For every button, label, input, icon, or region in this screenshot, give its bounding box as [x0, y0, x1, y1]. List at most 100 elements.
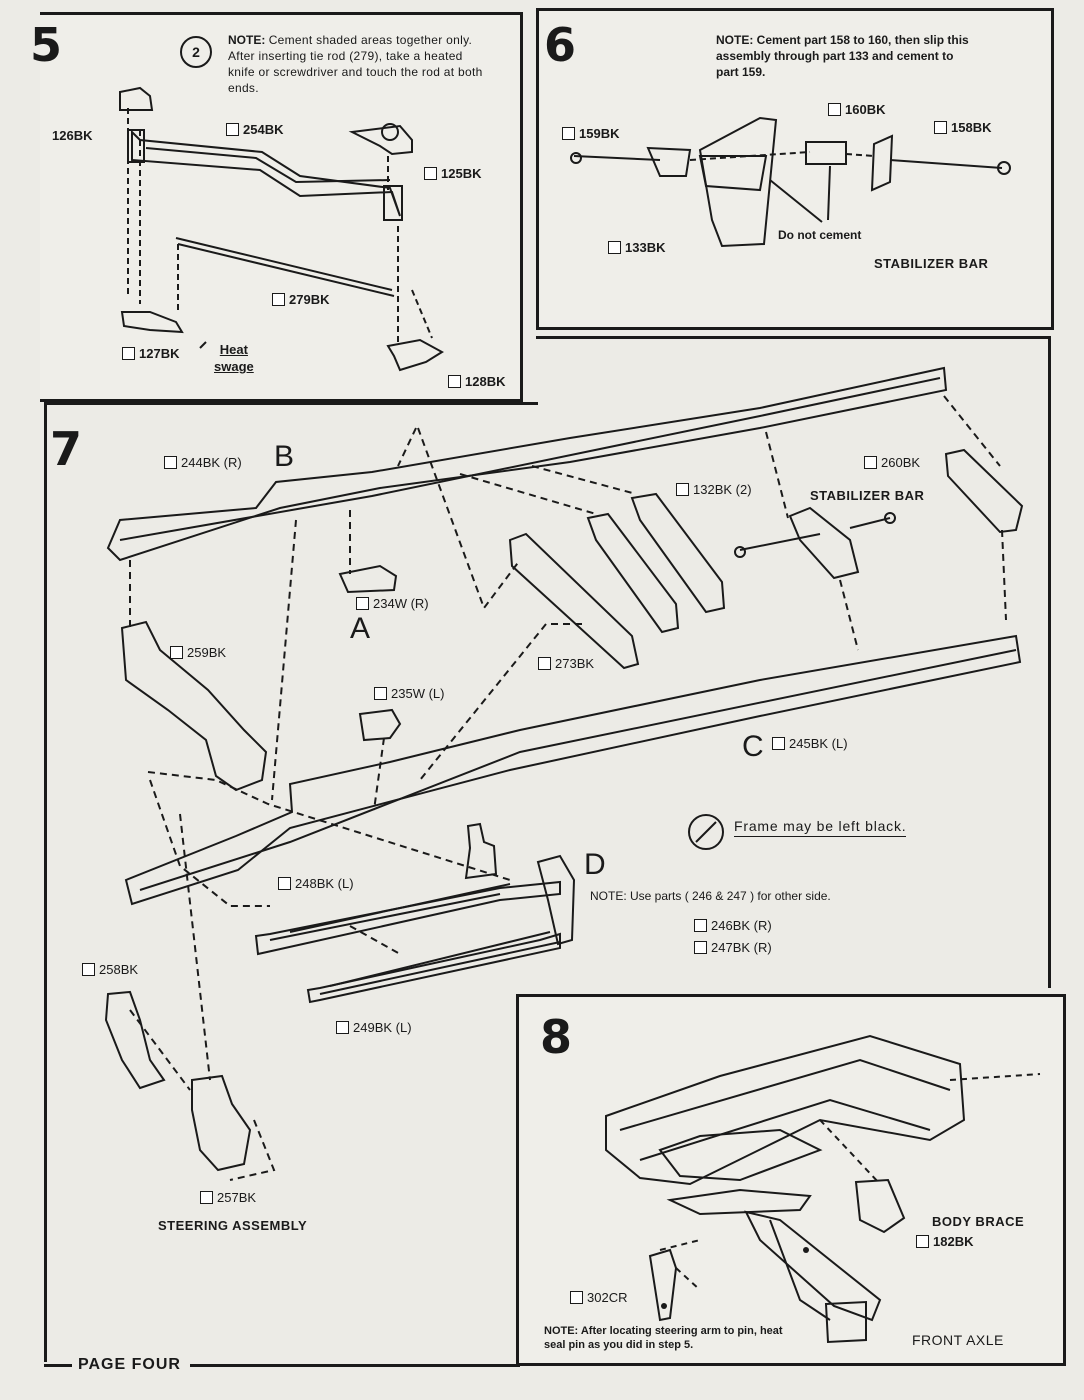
part-235w-label: 235W (L): [391, 686, 445, 701]
step5-circle-text: 2: [192, 44, 200, 60]
bushing-160: [805, 141, 847, 165]
bracket-235: [358, 708, 402, 742]
letter-b: B: [274, 440, 295, 473]
part-127bk: 127BK: [122, 346, 179, 361]
part-159bk-label: 159BK: [579, 126, 620, 141]
step5-note-text: Cement shaded areas together only. After…: [228, 33, 483, 95]
part-235w: 235W (L): [374, 686, 444, 701]
part-302cr: 302CR: [570, 1290, 627, 1305]
part-132bk: 132BK (2): [676, 482, 752, 497]
swage-label: swage: [214, 359, 254, 374]
part-182bk-label: 182BK: [933, 1234, 974, 1249]
steering-arm-302: [648, 1248, 678, 1322]
frame-rail-244: [106, 366, 948, 562]
part-160bk: 160BK: [828, 102, 885, 117]
part-234w: 234W (R): [356, 596, 429, 611]
stabilizer-rod-158: [870, 134, 894, 192]
part-133bk-label: 133BK: [625, 240, 666, 255]
step7-panel: [44, 338, 1051, 988]
page-bottom-border-left: [44, 1364, 72, 1367]
heat-label: Heat: [219, 342, 248, 357]
body-brace-182: [854, 1178, 906, 1234]
step6-panel: [536, 8, 1054, 330]
part-249bk: 249BK (L): [336, 1020, 412, 1035]
part-257bk: 257BK: [200, 1190, 256, 1205]
part-247bk: 247BK (R): [694, 940, 772, 955]
part-159bk: 159BK: [562, 126, 619, 141]
checkbox: [694, 941, 707, 954]
bracket-259: [120, 620, 268, 792]
step7-number: 7: [50, 422, 83, 476]
part-245bk-label: 245BK (L): [789, 736, 848, 751]
checkbox: [82, 963, 95, 976]
crossmember-132a: [586, 512, 680, 634]
part-259bk: 259BK: [170, 645, 226, 660]
step5-panel: [40, 12, 523, 402]
part-259bk-label: 259BK: [187, 645, 227, 660]
step8-note: NOTE: After locating steering arm to pin…: [544, 1325, 783, 1351]
part-244bk-label: 244BK (R): [181, 455, 242, 470]
part-128bk: 128BK: [448, 374, 505, 389]
mount-133: [698, 116, 778, 248]
part-128bk-label: 128BK: [465, 374, 506, 389]
bracket-126: [119, 86, 154, 111]
shackle-246: [464, 822, 498, 880]
stabilizer-7: [788, 506, 860, 580]
step5-note-label: NOTE:: [228, 33, 266, 47]
front-axle-label: FRONT AXLE: [912, 1332, 1004, 1348]
arm-128: [386, 338, 444, 372]
part-260bk: 260BK: [864, 455, 920, 470]
checkbox: [170, 646, 183, 659]
step8-number: 8: [540, 1010, 573, 1064]
step6-note: NOTE: Cement part 158 to 160, then slip …: [716, 33, 969, 79]
axle-beam-254: [131, 129, 401, 217]
checkbox: [676, 483, 689, 496]
checkbox: [272, 293, 285, 306]
page-bottom-border: [190, 1364, 520, 1367]
part-257bk-label: 257BK: [217, 1190, 257, 1205]
checkbox: [562, 127, 575, 140]
arm-127: [120, 311, 184, 334]
step8-panel: [516, 994, 1066, 1366]
part-244bk: 244BK (R): [164, 455, 242, 470]
step7-note-d: NOTE: Use parts ( 246 & 247 ) for other …: [590, 889, 831, 903]
step5-circle-number: 2: [180, 36, 212, 68]
part-182bk: 182BK: [916, 1234, 973, 1249]
page-footer: PAGE FOUR: [78, 1356, 181, 1373]
checkbox: [226, 123, 239, 136]
do-not-cement: Do not cement: [778, 228, 862, 242]
steering-258: [104, 990, 166, 1090]
part-273bk: 273BK: [538, 656, 594, 671]
tie-rod-279: [175, 237, 393, 291]
step5-number: 5: [30, 18, 63, 72]
part-273bk-label: 273BK: [555, 656, 595, 671]
part-279bk-label: 279BK: [289, 292, 330, 307]
spring-248: [254, 880, 561, 956]
checkbox: [828, 103, 841, 116]
part-245bk: 245BK (L): [772, 736, 848, 751]
part-158bk: 158BK: [934, 120, 991, 135]
hanger-d: [536, 854, 576, 946]
rear-crossmember-260: [944, 448, 1024, 534]
leaf-spring-8: [658, 1128, 823, 1182]
part-125bk: 125BK: [424, 166, 481, 181]
part-246bk: 246BK (R): [694, 918, 772, 933]
step5-note: NOTE: Cement shaded areas together only.…: [228, 32, 490, 96]
frame-rail-245: [124, 634, 1022, 906]
checkbox: [336, 1021, 349, 1034]
part-254bk-label: 254BK: [243, 122, 284, 137]
checkbox: [278, 877, 291, 890]
part-158bk-label: 158BK: [951, 120, 992, 135]
stabilizer-rod-159: [573, 155, 661, 161]
steering-257: [191, 1074, 252, 1172]
body-brace-label: BODY BRACE: [932, 1214, 1025, 1229]
checkbox: [424, 167, 437, 180]
part-302cr-label: 302CR: [587, 1290, 628, 1305]
part-132bk-label: 132BK (2): [693, 482, 752, 497]
checkbox: [122, 347, 135, 360]
part-133bk: 133BK: [608, 240, 665, 255]
step6-title: STABILIZER BAR: [874, 256, 989, 271]
step7-left-border: [44, 402, 47, 1362]
checkbox: [570, 1291, 583, 1304]
checkbox: [772, 737, 785, 750]
